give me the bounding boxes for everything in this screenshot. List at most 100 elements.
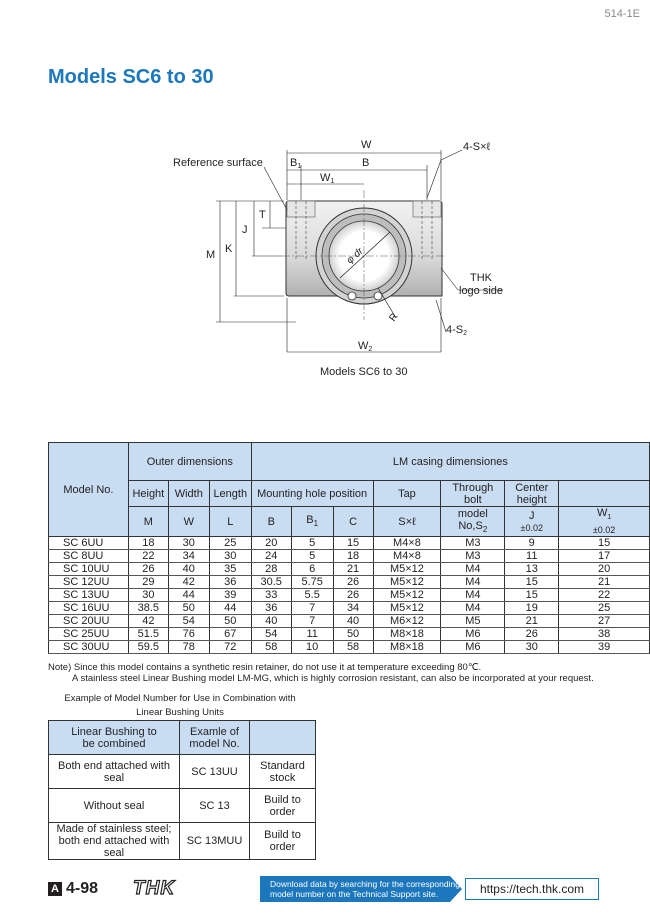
support-site-link[interactable]: https://tech.thk.com — [465, 878, 599, 900]
table-cell: 78 — [167, 640, 210, 655]
table-cell: 58 — [250, 640, 292, 655]
table-cell: 24 — [250, 549, 292, 564]
table-cell: 27 — [558, 614, 650, 629]
table-cell: M8×18 — [372, 640, 442, 655]
table-cell: 76 — [167, 627, 210, 642]
note-line-2: A stainless steel Linear Bushing model L… — [72, 673, 594, 684]
table-cell: M8×18 — [372, 627, 442, 642]
table-cell: 7 — [290, 601, 334, 616]
table-cell: M5×12 — [372, 562, 442, 577]
table-cell: 26 — [332, 575, 374, 590]
table-cell: 40 — [167, 562, 210, 577]
table-cell: 17 — [558, 549, 650, 564]
table-cell: 15 — [558, 536, 650, 551]
w2-label: W2 — [358, 340, 372, 353]
dimension-lines — [216, 149, 503, 353]
table-cell: 9 — [504, 536, 560, 551]
height-header: Height — [127, 480, 169, 507]
table-cell: 72 — [208, 640, 252, 655]
table-cell: M5×12 — [372, 601, 442, 616]
thk-label: THK — [470, 272, 493, 284]
b-label: B — [362, 157, 369, 169]
table-cell: 44 — [208, 601, 252, 616]
thk-logo: THK — [132, 877, 176, 899]
download-banner[interactable]: Download data by searching for the corre… — [260, 876, 465, 902]
combo-header-blank — [249, 720, 316, 755]
length-header: Length — [208, 480, 252, 507]
table-cell: 30 — [127, 588, 169, 603]
table-cell: 26 — [127, 562, 169, 577]
table-cell: 38 — [558, 627, 650, 642]
table-cell: 15 — [332, 536, 374, 551]
table-cell: M4 — [440, 562, 506, 577]
table-cell: 36 — [208, 575, 252, 590]
model-number-cell: SC 6UU — [48, 536, 129, 551]
tap-header: Tap — [372, 480, 442, 507]
table-cell: 22 — [127, 549, 169, 564]
section-badge: A — [48, 882, 62, 896]
through-bolt-header: Through bolt — [440, 480, 506, 507]
table-cell: 5 — [290, 549, 334, 564]
k-label: K — [225, 243, 233, 255]
table-cell: 42 — [167, 575, 210, 590]
table-cell: 30 — [167, 536, 210, 551]
t-label: T — [259, 209, 266, 221]
s-l-label: 4-S×ℓ — [463, 141, 491, 153]
table-cell: 6 — [290, 562, 334, 577]
w1-label: W1 — [320, 172, 334, 185]
page-title: Models SC6 to 30 — [48, 66, 214, 88]
table-cell: M3 — [440, 536, 506, 551]
combo-row: Made of stainless steel; both end attach… — [48, 822, 316, 860]
b1-symbol: B1 — [290, 505, 334, 538]
table-cell: 10 — [290, 640, 334, 655]
right-flange — [412, 200, 442, 218]
left-flange — [286, 200, 316, 218]
table-cell: M5×12 — [372, 575, 442, 590]
table-cell: M4 — [440, 588, 506, 603]
j-symbol: J±0.02 — [504, 505, 560, 538]
table-cell: 26 — [504, 627, 560, 642]
table-cell: 33 — [250, 588, 292, 603]
table-cell: 34 — [167, 549, 210, 564]
dimension-table: Model No. Outer dimensions LM casing dim… — [48, 441, 650, 655]
combo-cell: Build to order — [249, 822, 316, 860]
combo-header-bushing: Linear Bushing to be combined — [48, 720, 180, 755]
width-header: Width — [167, 480, 210, 507]
table-cell: 20 — [250, 536, 292, 551]
table-cell: M3 — [440, 549, 506, 564]
diameter-line — [339, 231, 391, 279]
m-label: M — [206, 249, 215, 261]
combination-caption-line-1: Example of Model Number for Use in Combi… — [64, 693, 296, 704]
table-cell: 7 — [290, 614, 334, 629]
combo-header-model: Examle of model No. — [179, 720, 250, 755]
outer-dimensions-header: Outer dimensions — [127, 442, 252, 481]
l-symbol: L — [208, 505, 252, 538]
table-cell: 54 — [167, 614, 210, 629]
combination-caption-line-2: Linear Bushing Units — [136, 707, 224, 718]
retainer-hole-left — [347, 291, 357, 301]
table-cell: 5.75 — [290, 575, 334, 590]
technical-drawing: φ dr R W 4-S×ℓ — [173, 139, 503, 353]
table-cell: 50 — [208, 614, 252, 629]
combo-cell: Build to order — [249, 788, 316, 823]
table-cell: 30.5 — [250, 575, 292, 590]
table-cell: 35 — [208, 562, 252, 577]
combo-cell: SC 13 — [179, 788, 250, 823]
table-cell: 58 — [332, 640, 374, 655]
table-cell: M4 — [440, 575, 506, 590]
page-number: A 4-98 — [48, 880, 98, 898]
center-height-header: Center height — [504, 480, 560, 507]
table-cell: 30 — [504, 640, 560, 655]
table-cell: 22 — [558, 588, 650, 603]
table-cell: 21 — [332, 562, 374, 577]
table-cell: 50 — [167, 601, 210, 616]
w-label: W — [361, 139, 372, 151]
model-number-cell: SC 8UU — [48, 549, 129, 564]
table-cell: 28 — [250, 562, 292, 577]
